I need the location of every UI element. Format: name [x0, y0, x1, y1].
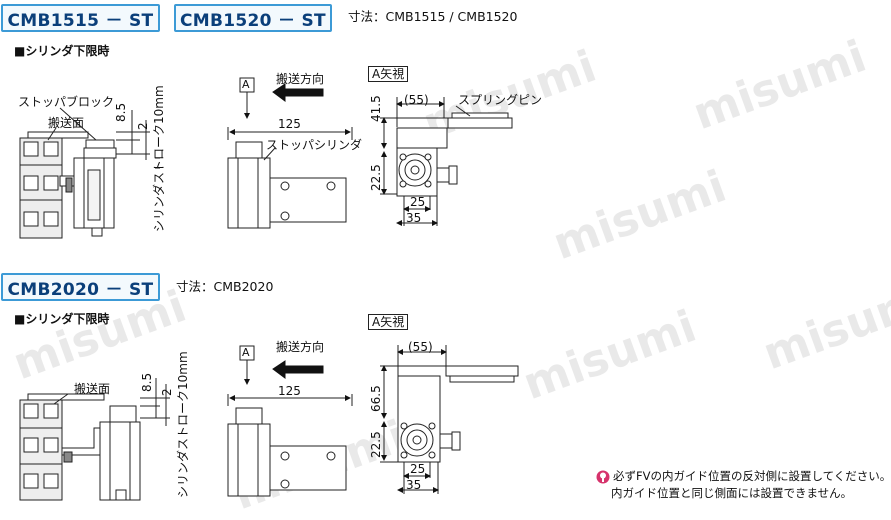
dim-8-5: 8.5: [114, 102, 128, 122]
label-conveying-direction: 搬送方向: [276, 340, 325, 354]
size-caption-top: 寸法：CMB1515 / CMB1520: [348, 9, 518, 24]
label-spring-pin: スプリングピン: [458, 93, 543, 107]
dim-125: 125: [278, 117, 301, 131]
note-line-2: 内ガイド位置と同じ側面には設置できません。: [611, 486, 853, 500]
label-conveying-surface: 搬送面: [74, 382, 111, 396]
dim-35: 35: [406, 211, 422, 225]
label-cylinder-stroke: シリンダストローク10mm: [152, 85, 166, 232]
dim-66-5: 66.5: [369, 385, 383, 412]
a-view-top: [380, 97, 513, 226]
dim-2: 2: [136, 122, 150, 130]
dim-41-5: 41.5: [369, 95, 383, 122]
dim-2: 2: [160, 388, 174, 396]
dim-8-5: 8.5: [140, 372, 154, 392]
side-view-bottom: [19, 378, 170, 501]
dim-55: (55): [408, 340, 433, 354]
model-badge-cmb1515: CMB1515 － ST: [1, 4, 160, 32]
dim-25: 25: [410, 462, 426, 476]
label-conveying-surface: 搬送面: [48, 116, 85, 130]
note-line-1: 必ずFVの内ガイド位置の反対側に設置してください。: [613, 469, 891, 483]
dim-35: 35: [406, 478, 422, 492]
label-cylinder-stroke: シリンダストローク10mm: [176, 351, 190, 498]
side-view-top: [19, 107, 160, 239]
dim-22-5: 22.5: [369, 431, 383, 458]
dim-22-5: 22.5: [369, 164, 383, 191]
view-marker-a: A: [242, 346, 250, 359]
dim-125: 125: [278, 384, 301, 398]
view-marker-a: A: [242, 78, 250, 91]
a-view-bottom: [380, 345, 519, 494]
size-caption-bottom: 寸法：CMB2020: [176, 279, 274, 294]
mode-label-top: ■シリンダ下限時: [14, 44, 110, 58]
model-badge-cmb1520: CMB1520 － ST: [174, 4, 332, 32]
front-view-top: [227, 77, 353, 229]
label-stopper-block: ストッパブロック: [18, 95, 115, 109]
caution-icon: [596, 470, 610, 484]
label-stopper-cylinder: ストッパシリンダ: [266, 138, 363, 152]
dim-25: 25: [410, 195, 426, 209]
mode-label-bottom: ■シリンダ下限時: [14, 312, 110, 326]
label-conveying-direction: 搬送方向: [276, 72, 325, 86]
dim-55: (55): [404, 93, 429, 107]
model-badge-cmb2020: CMB2020 － ST: [1, 273, 160, 301]
a-view-title: A矢視: [368, 314, 409, 330]
front-view-bottom: [227, 345, 353, 497]
a-view-title: A矢視: [368, 66, 409, 82]
